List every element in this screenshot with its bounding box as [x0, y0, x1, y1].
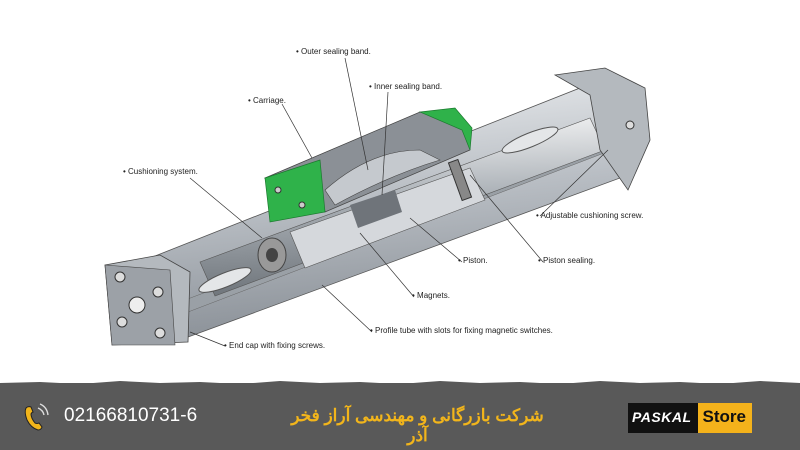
- outer-sealing-band: [324, 149, 441, 206]
- screw-icon: [152, 286, 164, 298]
- left-cushion-spear: [198, 267, 252, 293]
- magnet: [350, 190, 402, 228]
- label-profile-tube: Profile tube with slots for fixing magne…: [370, 326, 553, 335]
- screw-icon: [298, 201, 306, 209]
- screw-icon: [274, 186, 282, 194]
- cushioning-bore: [266, 248, 278, 262]
- screw-icon: [625, 120, 635, 130]
- carriage-end-cover-left: [264, 159, 326, 223]
- label-piston-sealing: Piston sealing.: [538, 256, 595, 265]
- label-end-cap: End cap with fixing screws.: [224, 341, 325, 350]
- screw-icon: [114, 271, 126, 283]
- label-inner-sealing-band: Inner sealing band.: [369, 82, 442, 91]
- piston: [289, 167, 486, 269]
- screw-icon: [154, 327, 166, 339]
- right-end-cap: [553, 67, 651, 191]
- paskal-store-logo[interactable]: PASKAL Store: [628, 403, 752, 433]
- phone-number[interactable]: 02166810731-6: [64, 405, 198, 426]
- carriage-end-cover-right: [418, 107, 473, 151]
- piston-seal: [447, 158, 473, 202]
- label-carriage: Carriage.: [248, 96, 286, 105]
- label-piston: Piston.: [458, 256, 487, 265]
- adjustable-cushioning-screw: [501, 126, 559, 154]
- screw-icon: [116, 316, 128, 328]
- leader-lines: [189, 57, 609, 347]
- logo-store: Store: [697, 403, 752, 433]
- label-magnets: Magnets.: [412, 291, 450, 300]
- label-outer-sealing-band: Outer sealing band.: [296, 47, 371, 56]
- port-icon: [128, 296, 146, 314]
- label-adjustable-cushioning-screw: Adjustable cushioning screw.: [536, 211, 644, 220]
- phone-ringing-icon: [24, 403, 49, 431]
- logo-paskal: PASKAL: [628, 403, 698, 433]
- company-name: شرکت بازرگانی و مهندسی آراز فخر آذر: [291, 406, 544, 445]
- label-cushioning-system: Cushioning system.: [123, 167, 198, 176]
- rodless-cylinder-diagram: [104, 57, 651, 347]
